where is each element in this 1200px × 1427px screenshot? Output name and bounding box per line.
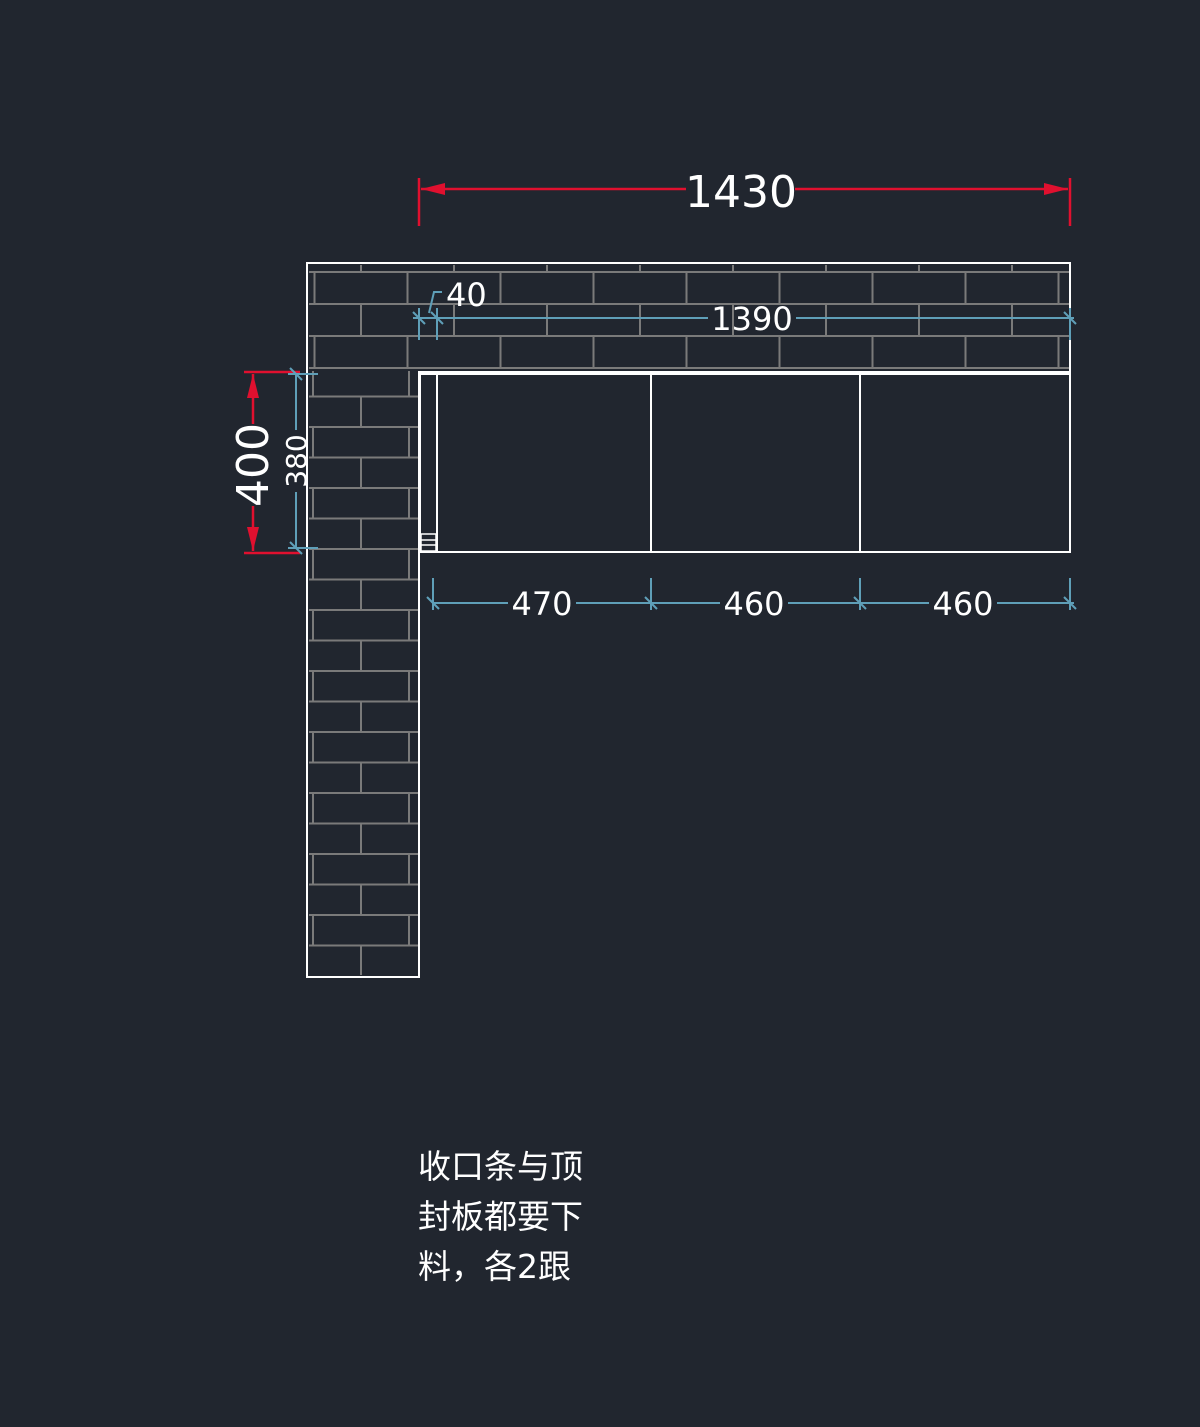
dimension-label-door-3: 460: [932, 585, 993, 623]
note-line-1: 收口条与顶: [418, 1147, 583, 1186]
cabinet: [419, 373, 1071, 553]
dimension-inner-width: 1390 40: [412, 276, 1077, 340]
brick-hatch-top-wall: [309, 265, 1069, 369]
dimension-overall-width: 1430: [417, 167, 1072, 226]
dimension-label-door-1: 470: [511, 585, 572, 623]
wall-outline: [306, 262, 1071, 978]
dimension-label-400: 400: [228, 423, 279, 507]
dimension-door-widths: 470 460 460: [426, 578, 1077, 623]
dimension-inner-depth: 380: [280, 367, 318, 555]
dimension-label-380: 380: [280, 434, 313, 487]
dimension-overall-depth: 400: [228, 370, 300, 555]
dimension-label-1430: 1430: [685, 167, 797, 218]
material-note: 收口条与顶 封板都要下 料，各2跟: [418, 1142, 583, 1292]
filler-strip-symbol: [420, 533, 437, 552]
dimension-label-1390: 1390: [711, 300, 792, 338]
cabinet-outline: [419, 373, 1071, 553]
note-line-2: 封板都要下: [418, 1197, 583, 1236]
dimension-label-door-2: 460: [723, 585, 784, 623]
brick-hatch-side-wall: [309, 371, 419, 975]
dimension-label-40: 40: [446, 276, 487, 314]
note-line-3: 料，各2跟: [418, 1247, 571, 1286]
